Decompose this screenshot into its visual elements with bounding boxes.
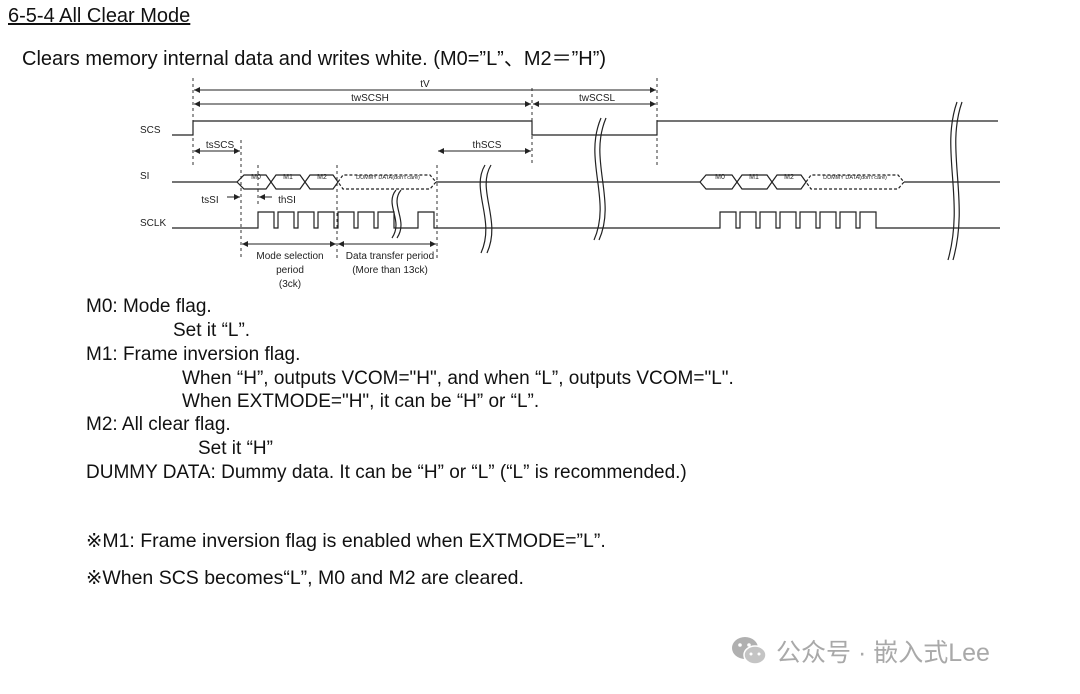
tsscs-label: tsSCS (206, 140, 235, 151)
scs-signal-label: SCS (140, 125, 161, 136)
wechat-icon (732, 637, 767, 665)
m0-title: M0: Mode flag. (86, 296, 212, 317)
tssi-label: tsSI (201, 195, 218, 206)
sclk-waveform (172, 211, 1000, 229)
m0-detail: Set it “L”. (173, 320, 251, 341)
twscsl-label: twSCSL (579, 93, 616, 104)
m1-bit-label-2: M1 (749, 174, 759, 181)
dummy-data-label: DUMMY DATA(don't care) (356, 175, 420, 181)
note-scs: ※When SCS becomes“L”, M0 and M2 are clea… (86, 567, 524, 589)
m1-detail-1: When “H”, outputs VCOM="H", and when “L”… (182, 368, 734, 389)
thscs-label: thSCS (473, 140, 502, 151)
mode-selection-label-3: (3ck) (279, 279, 301, 290)
m1-title: M1: Frame inversion flag. (86, 344, 301, 365)
m0-bit-label: M0 (251, 174, 261, 181)
timing-diagram: tV twSCSH twSCSL tsSCS thSCS tsSI thSI S… (140, 78, 1000, 290)
data-transfer-label-1: Data transfer period (346, 251, 434, 262)
m2-detail: Set it “H” (198, 438, 273, 459)
sclk-signal-label: SCLK (140, 218, 166, 229)
m2-bit-label: M2 (317, 174, 327, 181)
dummy-data-description: DUMMY DATA: Dummy data. It can be “H” or… (86, 462, 687, 483)
thsi-label: thSI (278, 195, 296, 206)
m1-detail-2: When EXTMODE="H", it can be “H” or “L”. (182, 391, 540, 412)
m0-bit-label-2: M0 (715, 174, 725, 181)
watermark: 公众号 · 嵌入式Lee (730, 633, 990, 669)
si-signal-label: SI (140, 171, 149, 182)
break-marks (391, 101, 963, 261)
mode-selection-label-2: period (276, 265, 304, 276)
note-m1: ※M1: Frame inversion flag is enabled whe… (86, 530, 606, 552)
m2-title: M2: All clear flag. (86, 414, 231, 435)
twscsh-label: twSCSH (351, 93, 389, 104)
dummy-data-label-2: DUMMY DATA(don't care) (823, 175, 887, 181)
section-subtitle: Clears memory internal data and writes w… (22, 48, 607, 70)
mode-selection-label-1: Mode selection (256, 251, 323, 262)
data-transfer-label-2: (More than 13ck) (352, 265, 428, 276)
m1-bit-label: M1 (283, 174, 293, 181)
section-title: 6-5-4 All Clear Mode (8, 5, 191, 27)
watermark-text: 公众号 · 嵌入式Lee (776, 639, 990, 667)
scs-waveform (172, 120, 998, 136)
si-waveform (172, 174, 1000, 190)
m2-bit-label-2: M2 (784, 174, 794, 181)
tv-label: tV (420, 79, 430, 90)
